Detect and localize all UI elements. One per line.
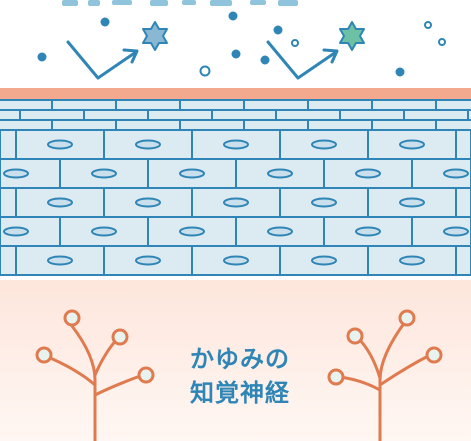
cell-nucleus (47, 139, 73, 150)
cell-nucleus (443, 226, 469, 237)
cell-nucleus (399, 255, 425, 266)
cell-nucleus (3, 226, 29, 237)
cell-nucleus (91, 226, 117, 237)
cell-nucleus (355, 226, 381, 237)
particles (37, 11, 446, 77)
cell-nucleus (311, 139, 337, 150)
particle (395, 67, 405, 77)
cropped-title-fragment (62, 0, 298, 6)
cell-nucleus (223, 139, 249, 150)
nerve-label-line1: かゆみの (190, 345, 290, 373)
arrow-icon (266, 40, 339, 80)
cell-nucleus (267, 168, 293, 179)
cell-nucleus (311, 255, 337, 266)
cell-nucleus (47, 255, 73, 266)
cell-nucleus (135, 197, 161, 208)
cell-nucleus (443, 168, 469, 179)
particle (273, 25, 283, 35)
cell-nucleus (135, 139, 161, 150)
cell-nucleus (399, 197, 425, 208)
allergen-star-icon (142, 21, 168, 51)
stratum-corneum (0, 99, 471, 131)
cell-nucleus (311, 197, 337, 208)
particle (37, 52, 47, 62)
cell-nucleus (135, 255, 161, 266)
cell-nucleus (3, 168, 29, 179)
cell-nucleus (223, 197, 249, 208)
particle (231, 49, 241, 59)
dermis-layer (0, 280, 471, 441)
epidermis-cells (0, 129, 471, 276)
nerve-branch-node (327, 309, 443, 386)
allergen-star-icon (339, 21, 365, 51)
particle (438, 38, 446, 46)
cell-nucleus (91, 168, 117, 179)
nerve-branch-node (35, 309, 155, 384)
cell-nucleus (179, 168, 205, 179)
particle (199, 65, 211, 77)
skin-surface (0, 88, 471, 100)
arrow-icon (66, 40, 139, 80)
nerve-label-line2: 知覚神経 (190, 379, 290, 407)
cell-nucleus (399, 139, 425, 150)
cell-nucleus (179, 226, 205, 237)
particle (424, 21, 432, 29)
nerve-label: かゆみの 知覚神経 (160, 342, 320, 410)
particle (228, 11, 238, 21)
particle (291, 39, 299, 47)
cell-nucleus (47, 197, 73, 208)
cell-nucleus (223, 255, 249, 266)
particle (100, 17, 110, 27)
particle (260, 55, 270, 65)
cell-nucleus (267, 226, 293, 237)
cell-nucleus (355, 168, 381, 179)
